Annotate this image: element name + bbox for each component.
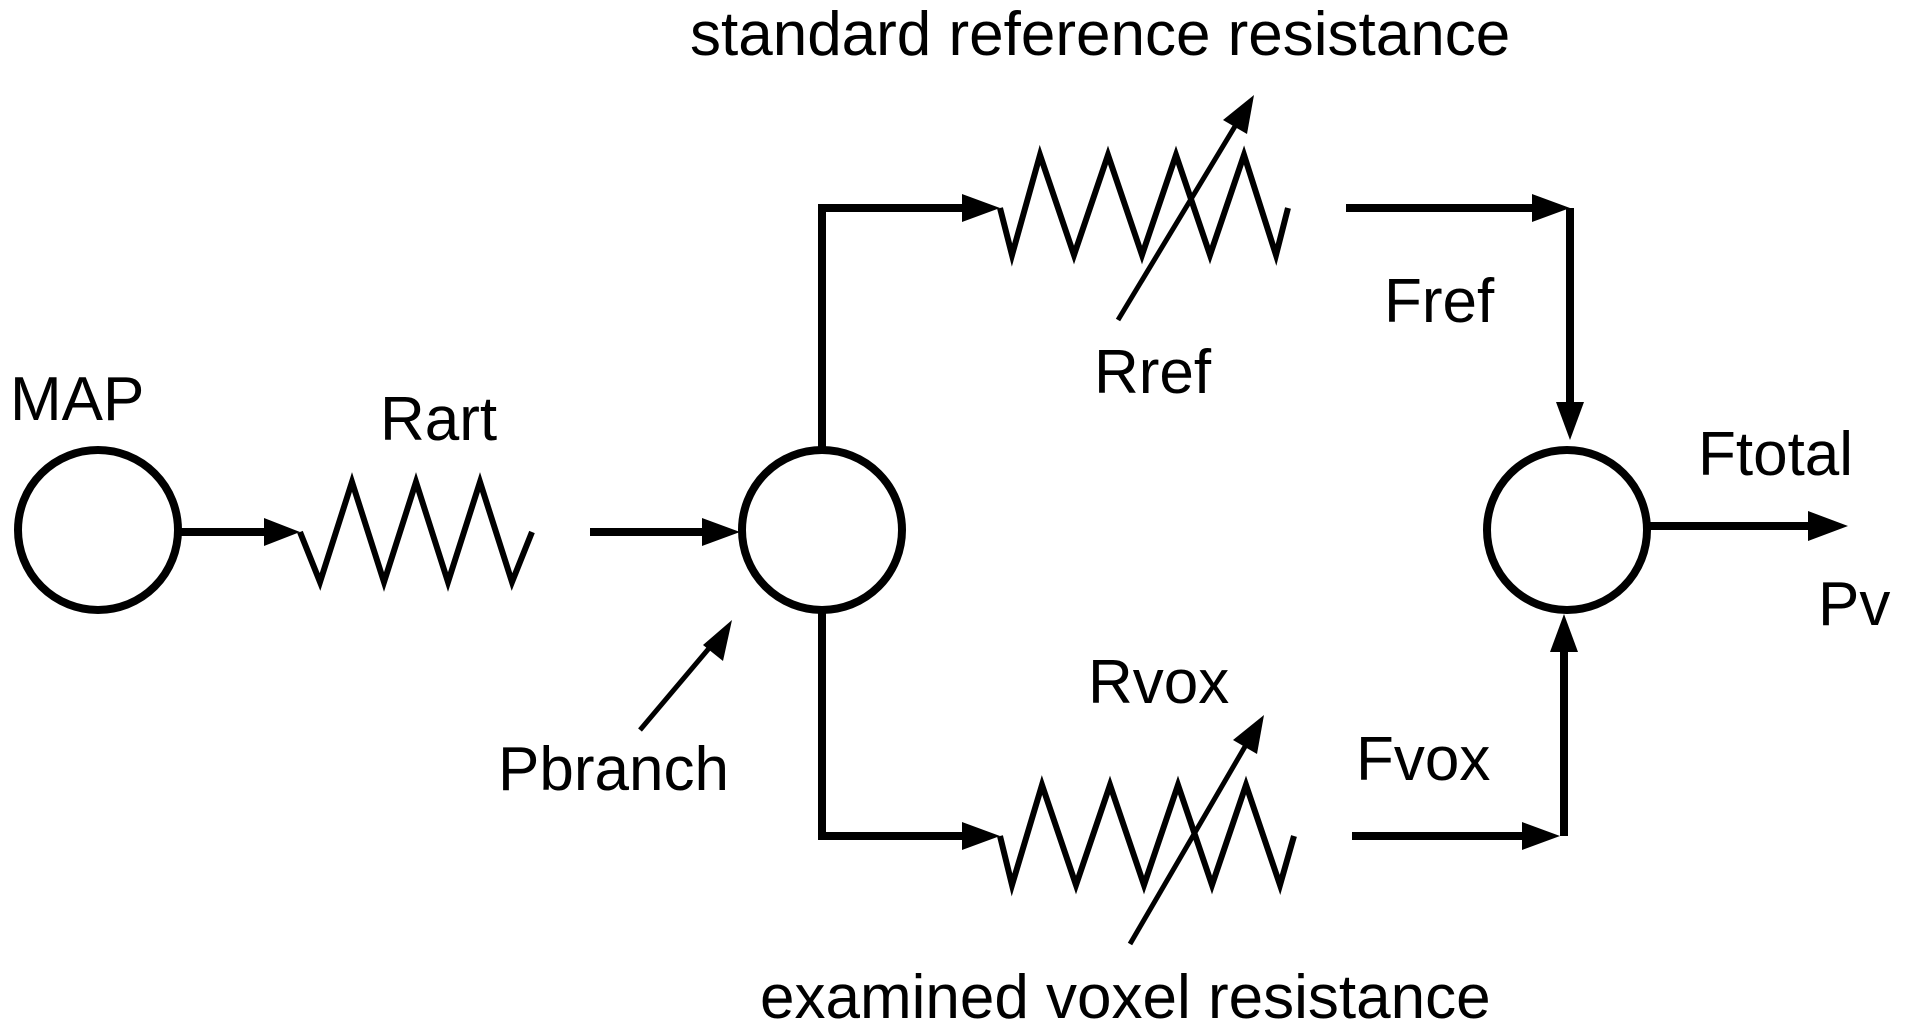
rref-label: Rref xyxy=(1094,338,1212,407)
rref-variable-arrow xyxy=(1115,95,1254,322)
fvox-label: Fvox xyxy=(1356,725,1490,794)
ftotal-label: Ftotal xyxy=(1698,420,1853,489)
map-node xyxy=(14,446,182,614)
pv-label: Pv xyxy=(1818,570,1890,639)
ftotal-output-wire xyxy=(1647,511,1848,541)
rart-to-branch-wire xyxy=(590,518,740,546)
rref-resistor xyxy=(997,144,1291,267)
rvox-label: Rvox xyxy=(1088,648,1229,717)
venous-node xyxy=(1483,446,1651,614)
lower-to-venous-wire xyxy=(1352,614,1578,850)
upper-to-venous-wire xyxy=(1346,194,1584,440)
branch-node xyxy=(738,446,906,614)
standard-reference-label: standard reference resistance xyxy=(690,0,1510,69)
map-label: MAP xyxy=(10,365,144,434)
pbranch-pointer-arrow xyxy=(638,620,732,732)
map-to-rart-wire xyxy=(178,518,300,546)
fref-label: Fref xyxy=(1384,267,1495,336)
lower-branch-wire xyxy=(818,610,1000,850)
upper-branch-wire xyxy=(818,194,1000,450)
examined-voxel-label: examined voxel resistance xyxy=(760,963,1491,1029)
rvox-variable-arrow xyxy=(1127,715,1264,946)
rart-label: Rart xyxy=(380,385,497,454)
pbranch-label: Pbranch xyxy=(498,735,729,804)
rvox-resistor xyxy=(997,775,1297,897)
rart-resistor xyxy=(297,472,535,592)
